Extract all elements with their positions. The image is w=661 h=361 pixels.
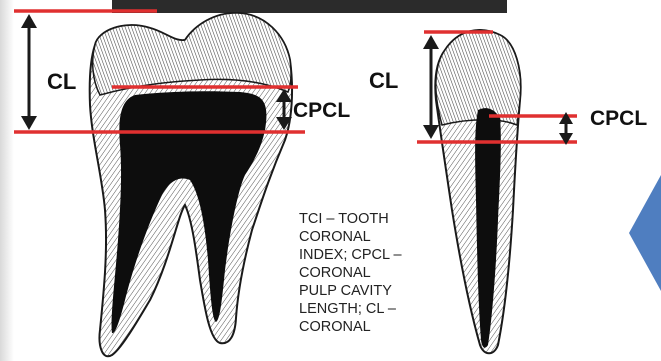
cpcl-label-left: CPCL	[293, 100, 350, 121]
top-dark-band	[112, 0, 507, 13]
incisor-illustration	[435, 30, 520, 353]
blue-chevron-icon	[629, 175, 661, 291]
cl-label-right: CL	[369, 70, 398, 92]
cpcl-label-right: CPCL	[590, 108, 647, 129]
cl-label-left: CL	[47, 71, 76, 93]
left-edge-strip	[0, 0, 14, 361]
caption-text: TCI – TOOTH CORONAL INDEX; CPCL – CORONA…	[299, 210, 409, 336]
cl-arrow-left	[21, 14, 37, 130]
molar-illustration	[90, 13, 292, 356]
